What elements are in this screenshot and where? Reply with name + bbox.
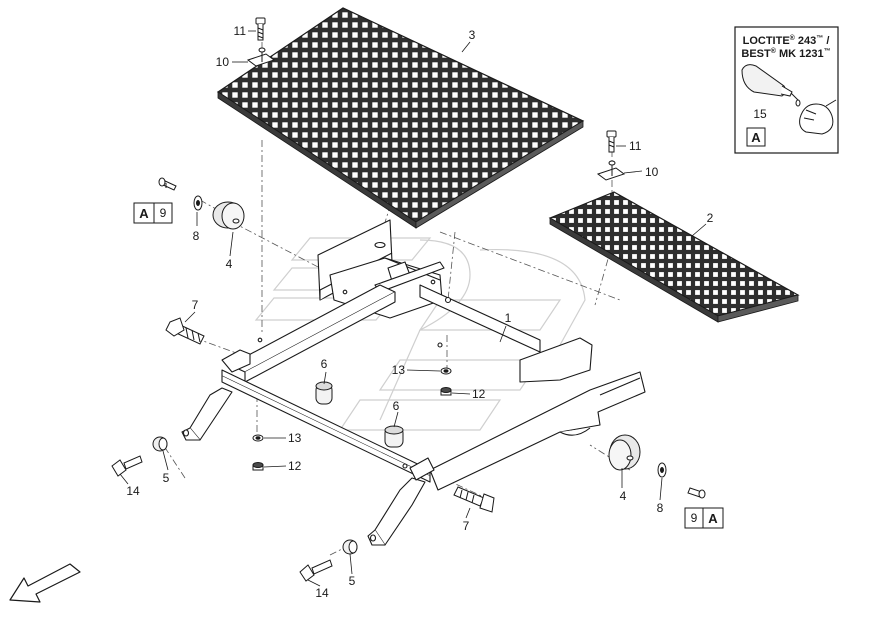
bolt-7-left	[165, 317, 205, 345]
callout-7-right: 7	[463, 519, 470, 533]
bolt-14-left	[111, 455, 143, 477]
callout-labels: 1 2 3 4 4 5 5 6 6 7 7 8 8 10 10 11 11 12…	[126, 24, 713, 600]
threadlocker-bottle-icon	[741, 64, 801, 107]
callout-15: 15	[753, 107, 767, 121]
rubber-buffer-4-right	[608, 434, 641, 471]
tag-letter-a-left: A	[139, 206, 149, 221]
washer-8-left	[193, 195, 203, 211]
callout-5-left: 5	[163, 471, 170, 485]
callout-3: 3	[469, 28, 476, 42]
loctite-line-1: LOCTITE® 243™ /	[743, 34, 830, 47]
callout-6-left: 6	[321, 357, 328, 371]
tag-letter-a-right: A	[708, 511, 718, 526]
callout-2: 2	[707, 211, 714, 225]
clip-10-right	[596, 160, 626, 181]
callout-12-lower: 12	[288, 459, 302, 473]
callout-12-upper: 12	[472, 387, 486, 401]
rubber-mount-6-left	[315, 381, 333, 405]
spacer-5-left	[152, 436, 168, 452]
rubber-mount-6-right	[384, 425, 404, 448]
callout-9-left: 9	[160, 206, 167, 220]
screw-11-right	[606, 130, 617, 153]
spacer-5-right	[342, 539, 358, 555]
frame-assembly-1	[181, 219, 646, 546]
tag-letter-a-box: A	[751, 130, 761, 145]
callout-13-upper: 13	[392, 363, 406, 377]
direction-arrow-icon	[9, 563, 81, 603]
callout-11-left: 11	[234, 24, 247, 38]
nut-13-upper	[440, 367, 452, 375]
rubber-buffer-4-left	[212, 201, 245, 230]
tag-a-9-left: A 9	[133, 202, 173, 224]
bolt-14-right	[299, 559, 333, 582]
callout-9-right: 9	[691, 511, 698, 525]
washer-8-right	[657, 462, 667, 478]
callout-8-left: 8	[193, 229, 200, 243]
grating-small-2	[548, 191, 800, 323]
callout-8-right: 8	[657, 501, 664, 515]
callout-14-left: 14	[126, 484, 140, 498]
screw-11-left	[255, 17, 266, 41]
callout-13-lower: 13	[288, 431, 302, 445]
clip-10-left	[246, 47, 276, 67]
callout-11-right: 11	[629, 139, 642, 153]
nut-13-lower	[252, 434, 264, 442]
grating-large-3	[216, 7, 585, 229]
callout-14-right: 14	[315, 586, 329, 600]
gloved-hand-icon	[799, 99, 837, 135]
loctite-line-2: BEST® MK 1231™	[741, 47, 830, 60]
callout-10-left: 10	[216, 55, 230, 69]
tag-9-a-right: 9 A	[684, 507, 724, 529]
callout-4-left: 4	[226, 257, 233, 271]
callout-10-right: 10	[645, 165, 659, 179]
callout-7-left: 7	[192, 298, 199, 312]
callout-4-right: 4	[620, 489, 627, 503]
nut-12-lower	[252, 462, 264, 471]
nut-12-upper	[440, 387, 452, 396]
threadlocker-info-box: LOCTITE® 243™ / BEST® MK 1231™ 15 A	[734, 26, 839, 154]
bolt-7-right	[453, 486, 495, 513]
screw-9-left	[158, 177, 177, 191]
screw-9-right	[687, 487, 706, 499]
callout-1: 1	[505, 311, 512, 325]
leader-lines	[119, 30, 761, 587]
callout-5-right: 5	[349, 574, 356, 588]
callout-6-right: 6	[393, 399, 400, 413]
